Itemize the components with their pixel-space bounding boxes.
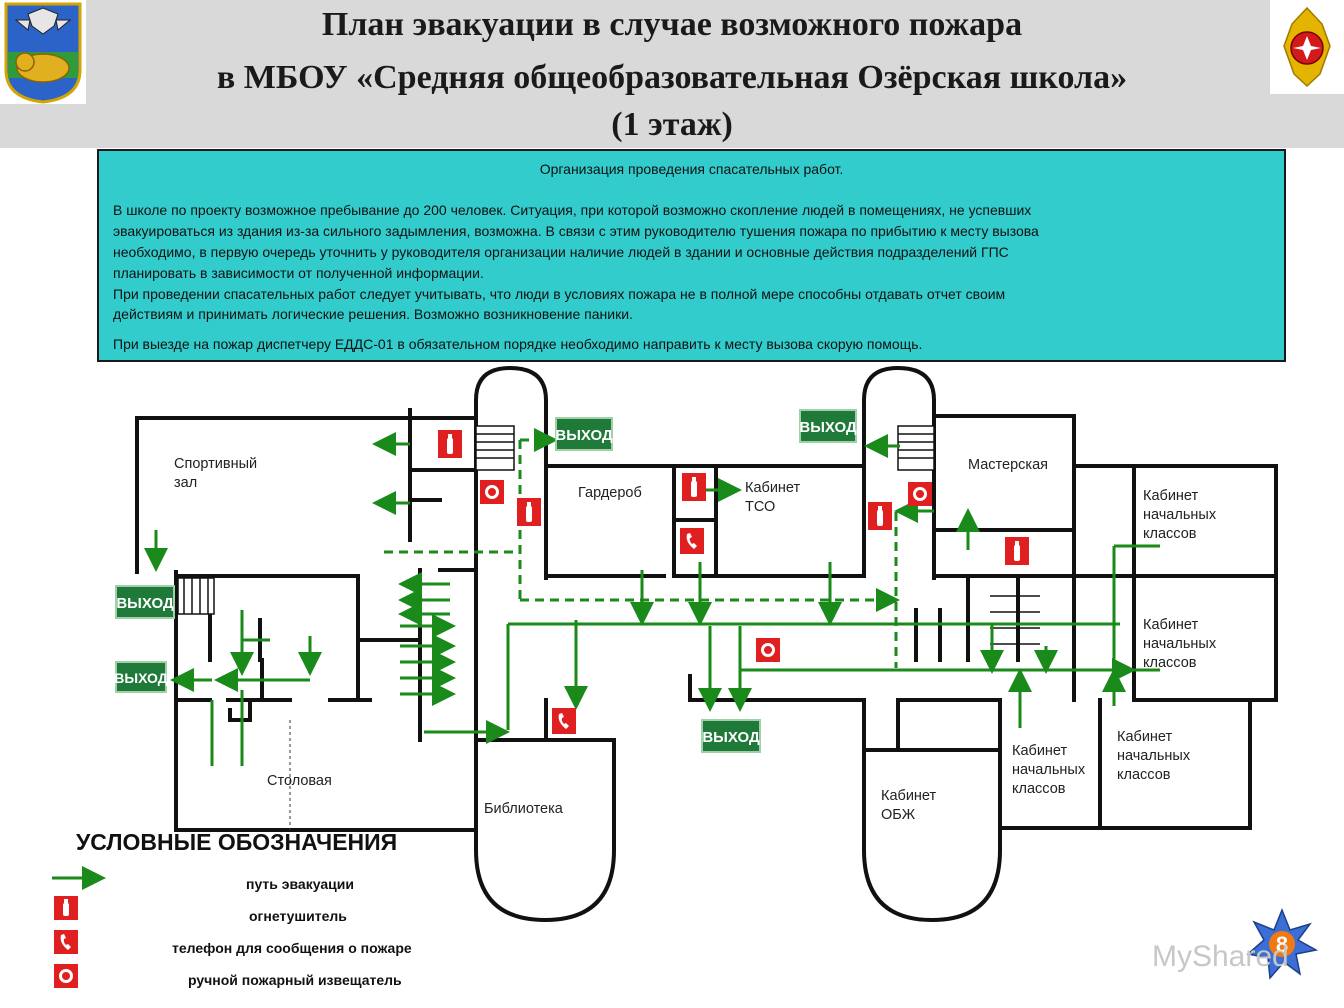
evacuation-routes — [144, 432, 1160, 766]
exit-sign-label: ВЫХОД — [116, 595, 174, 612]
walls — [135, 365, 1278, 923]
info-line: эвакуироваться из здания из-за сильного … — [113, 223, 1039, 239]
phone-icons — [552, 528, 704, 734]
room-canteen: Столовая — [267, 773, 332, 789]
emercom-emblem — [1270, 0, 1344, 94]
extinguisher-icon — [517, 498, 541, 526]
legend-icons — [52, 866, 106, 988]
exit-sign-label: ВЫХОД — [114, 670, 167, 686]
room-wardrobe: Гардероб — [578, 485, 642, 501]
legend-label: телефон для сообщения о пожаре — [172, 940, 412, 956]
exit-signs: ВЫХОД ВЫХОД ВЫХОД ВЫХОД ВЫХОД — [114, 409, 857, 753]
extinguisher-icons — [438, 430, 1029, 565]
legend-label: огнетушитель — [249, 908, 347, 924]
info-line: действиям и принимать логические решения… — [113, 306, 633, 322]
dashed-routes — [384, 428, 900, 668]
exit-sign: ВЫХОД — [115, 585, 175, 619]
extinguisher-icon — [868, 502, 892, 530]
extinguisher-icon — [54, 896, 78, 920]
room-library: Библиотека — [484, 801, 563, 817]
exit-sign: ВЫХОД — [114, 661, 168, 693]
extinguisher-icon — [438, 430, 462, 458]
legend-label: ручной пожарный извещатель — [188, 972, 402, 988]
exit-sign: ВЫХОД — [555, 417, 613, 451]
alarm-button-icon — [54, 964, 78, 988]
watermark: MyShared — [1152, 940, 1289, 973]
stairs — [177, 425, 1040, 645]
header-bar — [0, 0, 1344, 148]
alarm-button-icons — [480, 480, 932, 662]
page-number: 8 — [1276, 932, 1288, 957]
page-title-line-2: в МБОУ «Средняя общеобразовательная Озёр… — [216, 59, 1128, 96]
page-title-line-1: План эвакуации в случае возможного пожар… — [321, 6, 1023, 43]
info-last-line: При выезде на пожар диспетчеру ЕДДС-01 в… — [113, 336, 923, 352]
legend-title: УСЛОВНЫЕ ОБОЗНАЧЕНИЯ — [76, 829, 398, 855]
alarm-button-icon — [908, 482, 932, 506]
rescue-info-panel: Организация проведения спасательных рабо… — [97, 149, 1286, 362]
exit-sign: ВЫХОД — [701, 719, 761, 753]
page-title-line-3: (1 этаж) — [611, 106, 733, 143]
info-heading: Организация проведения спасательных рабо… — [539, 161, 844, 177]
exit-sign-label: ВЫХОД — [702, 729, 760, 746]
phone-icon — [54, 930, 78, 954]
page-number-badge: 8 — [1246, 907, 1319, 980]
exit-sign: ВЫХОД — [799, 409, 857, 443]
alarm-button-icon — [480, 480, 504, 504]
extinguisher-icon — [682, 473, 706, 501]
info-line: В школе по проекту возможное пребывание … — [113, 202, 1032, 218]
legend-label: путь эвакуации — [246, 876, 354, 892]
phone-icon — [680, 528, 704, 554]
exit-sign-label: ВЫХОД — [555, 427, 613, 444]
info-line: При проведении спасательных работ следуе… — [113, 286, 1006, 302]
extinguisher-icon — [1005, 537, 1029, 565]
room-workshop: Мастерская — [968, 457, 1048, 473]
info-line: планировать в зависимости от полученной … — [113, 265, 484, 281]
alarm-button-icon — [756, 638, 780, 662]
info-line: необходимо, в первую очередь уточнить у … — [113, 244, 1009, 260]
exit-sign-label: ВЫХОД — [799, 419, 857, 436]
region-coat-of-arms — [0, 0, 86, 104]
phone-icon — [552, 708, 576, 734]
